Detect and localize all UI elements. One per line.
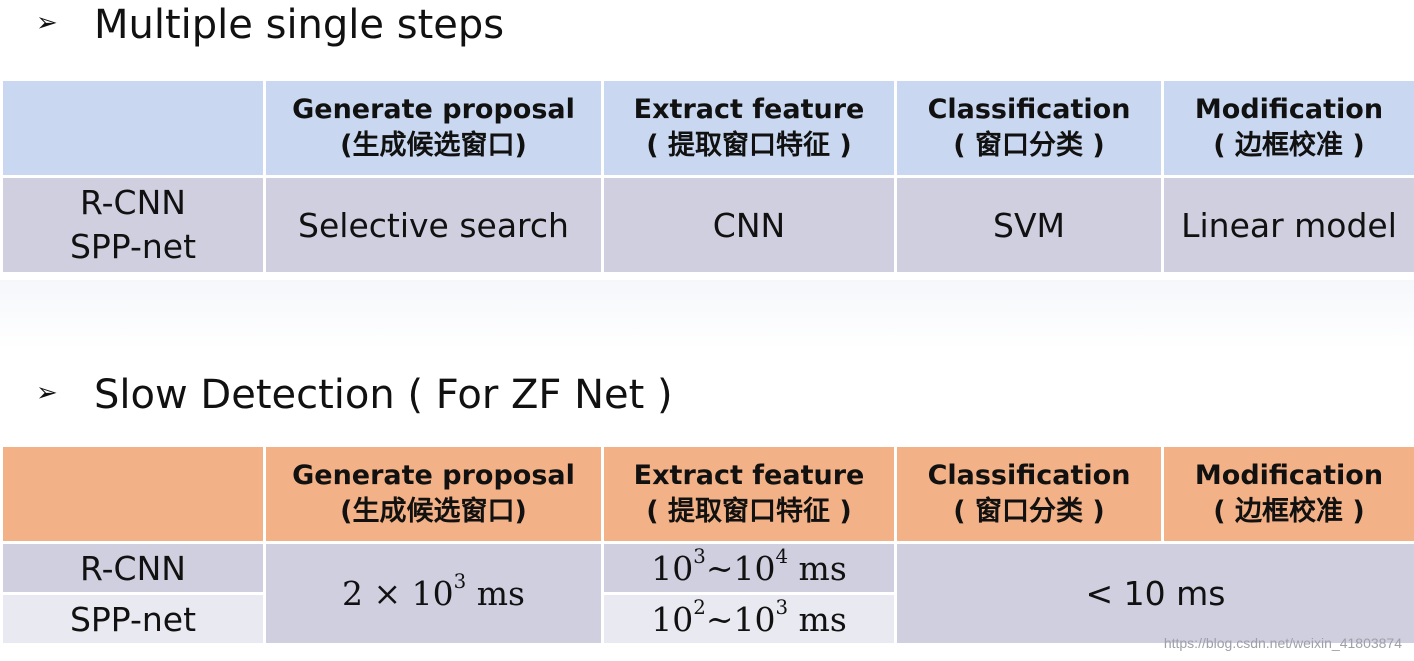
- background-fade: [0, 280, 1414, 350]
- cell-feature-time-rcnn: 103~104 ms: [601, 541, 897, 595]
- exp: 3: [775, 595, 789, 619]
- header-line2: ( 窗口分类 ): [953, 496, 1105, 527]
- header-line1: Classification: [927, 460, 1131, 491]
- row-label-rcnn: R-CNN: [80, 183, 186, 222]
- base: 10: [651, 548, 694, 588]
- header-line2: ( 窗口分类 ): [953, 130, 1105, 161]
- header-line2: ( 边框校准 ): [1213, 496, 1365, 527]
- unit: ms: [788, 548, 847, 588]
- cell-feature: CNN: [601, 175, 897, 275]
- cell-modification: Linear model: [1161, 175, 1414, 275]
- proposal-coef: 2 × 10: [342, 574, 454, 613]
- header-line1: Modification: [1194, 94, 1384, 125]
- header-line1: Generate proposal: [292, 94, 575, 125]
- watermark: https://blog.csdn.net/weixin_41803874: [1163, 635, 1402, 651]
- proposal-exp: 3: [453, 570, 467, 594]
- header-generate-proposal: Generate proposal (生成候选窗口): [263, 444, 604, 544]
- row-label-cell: R-CNN SPP-net: [0, 175, 266, 275]
- header-modification: Modification ( 边框校准 ): [1161, 78, 1414, 178]
- arrow-bullet-icon: ➢: [36, 378, 58, 408]
- header-empty-cell: [0, 78, 266, 178]
- header-line1: Modification: [1194, 460, 1384, 491]
- header-line1: Extract feature: [633, 460, 865, 491]
- exp: 4: [775, 544, 789, 568]
- section2-heading: ➢ Slow Detection ( For ZF Net ): [36, 372, 673, 420]
- arrow-bullet-icon: ➢: [36, 8, 58, 38]
- base: 10: [733, 548, 776, 588]
- exp: 2: [693, 595, 706, 619]
- header-extract-feature: Extract feature ( 提取窗口特征 ): [601, 78, 897, 178]
- header-line1: Extract feature: [633, 94, 865, 125]
- section1-heading-text: Multiple single steps: [94, 2, 505, 48]
- header-modification: Modification ( 边框校准 ): [1161, 444, 1414, 544]
- header-line2: (生成候选窗口): [340, 496, 527, 527]
- header-line2: ( 边框校准 ): [1213, 130, 1365, 161]
- tilde: ~: [705, 548, 734, 588]
- cell-classification-modification-time: < 10 ms: [894, 541, 1414, 646]
- base: 10: [651, 599, 694, 639]
- pipeline-steps-table: Generate proposal (生成候选窗口) Extract featu…: [0, 78, 1414, 275]
- cell-classification: SVM: [894, 175, 1164, 275]
- header-generate-proposal: Generate proposal (生成候选窗口): [263, 78, 604, 178]
- header-classification: Classification ( 窗口分类 ): [894, 78, 1164, 178]
- exp: 3: [693, 544, 706, 568]
- unit: ms: [788, 599, 847, 639]
- header-line2: ( 提取窗口特征 ): [646, 496, 852, 527]
- detection-speed-table: Generate proposal (生成候选窗口) Extract featu…: [0, 444, 1414, 646]
- table-row: R-CNN SPP-net Selective search CNN SVM L…: [0, 175, 1414, 275]
- cell-proposal: Selective search: [263, 175, 604, 275]
- proposal-unit: ms: [466, 574, 525, 613]
- section2-heading-text: Slow Detection ( For ZF Net ): [94, 372, 673, 418]
- table-header-row: Generate proposal (生成候选窗口) Extract featu…: [0, 444, 1414, 544]
- row-label-sppnet: SPP-net: [69, 227, 197, 266]
- header-extract-feature: Extract feature ( 提取窗口特征 ): [601, 444, 897, 544]
- header-line1: Classification: [927, 94, 1131, 125]
- table-header-row: Generate proposal (生成候选窗口) Extract featu…: [0, 78, 1414, 178]
- tilde: ~: [705, 599, 734, 639]
- header-line1: Generate proposal: [292, 460, 575, 491]
- base: 10: [733, 599, 776, 639]
- row-label-rcnn: R-CNN: [0, 541, 266, 595]
- cell-proposal-time: 2 × 103 ms: [263, 541, 604, 646]
- header-line2: (生成候选窗口): [340, 130, 527, 161]
- header-classification: Classification ( 窗口分类 ): [894, 444, 1164, 544]
- header-line2: ( 提取窗口特征 ): [646, 130, 852, 161]
- header-empty-cell: [0, 444, 266, 544]
- table-row: SPP-net 102~103 ms: [0, 592, 1414, 646]
- section1-heading: ➢ Multiple single steps: [36, 2, 504, 50]
- cell-feature-time-sppnet: 102~103 ms: [601, 592, 897, 646]
- row-label-sppnet: SPP-net: [0, 592, 266, 646]
- table-row: R-CNN 2 × 103 ms 103~104 ms < 10 ms: [0, 541, 1414, 646]
